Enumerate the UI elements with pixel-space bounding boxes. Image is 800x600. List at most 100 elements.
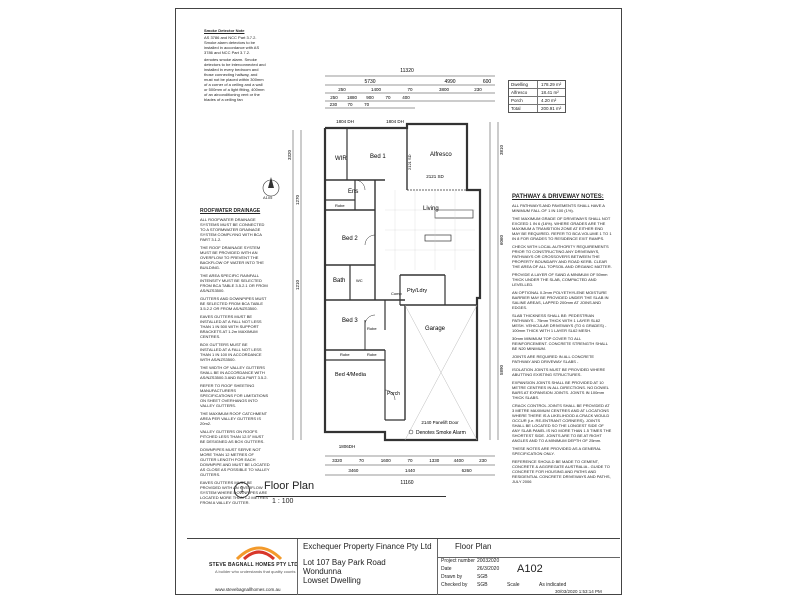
door-label-sd1: 2121 SD (407, 154, 412, 170)
pathway-paragraph: CHECK WITH LOCAL AUTHORITY REQUIREMENTS … (512, 244, 612, 269)
dim-bottom-overall: 11160 (400, 480, 413, 486)
pathway-paragraph: PROVIDE A LAYER OF SAND A MINIMUM OF 50m… (512, 272, 608, 287)
door-label-sd2: 2121 SD (426, 174, 444, 179)
pathway-title: PATHWAY & DRIVEWAY NOTES: (512, 194, 604, 200)
dim-top-a: 5730 (364, 79, 375, 85)
dim-top-overall: 11320 (400, 68, 414, 74)
roofwater-paragraph: THE AREA SPECIFIC RAINFALL INTENSITY MUS… (200, 273, 268, 293)
roofwater-paragraph: EAVES GUTTERS MUST BE PROVIDED WITH AN O… (200, 480, 269, 505)
roofwater-paragraphs: ALL ROOFWATER DRAINAGE SYSTEMS MUST BE C… (200, 217, 270, 505)
roofwater-paragraph: THE MAXIMUM ROOF CATCHMENT AREA PER VALL… (200, 411, 267, 426)
dim-bottom-row2: 3460 (348, 468, 359, 473)
room-robe1: Robe (335, 203, 345, 208)
dim-right-1: 3810 (499, 144, 504, 155)
dim-top-row4: 70 (347, 102, 353, 107)
room-bed3: Bed 3 (342, 318, 358, 324)
dim-top-row2: 250 (338, 87, 346, 92)
pathway-paragraph: THESE NOTES ARE PROVIDED AS A GENERAL SP… (512, 446, 601, 456)
smoke-alarm-icon (408, 429, 414, 435)
dim-top-row2: 70 (407, 87, 413, 92)
drawn-label: Drawn by (441, 574, 463, 580)
company-website: www.stevebagnallhomes.com.au (215, 587, 281, 592)
room-porch: Porch (387, 391, 400, 397)
north-point (258, 175, 284, 201)
smoke-notes: Smoke Detector Note AS 3786 and NCC Part… (204, 28, 266, 102)
pathway-paragraphs: ALL PATHWAYS AND PAVEMENTS SHALL HAVE A … (512, 203, 612, 484)
dim-bottom-row1: 230 (479, 458, 487, 463)
room-robe2: Robe (367, 326, 377, 331)
roofwater-paragraph: BOX GUTTERS MUST BE INSTALLED AT A FALL … (200, 342, 262, 362)
date-label: Date (441, 566, 452, 572)
smoke-notes-title: Smoke Detector Note (204, 28, 245, 33)
dim-left-3: 1210 (295, 279, 300, 290)
site-address-2: Wondunna (303, 567, 342, 576)
room-pty: Pty/Ldry (407, 288, 427, 294)
window-label-2: 1804 DH (386, 119, 404, 124)
roofwater-paragraph: REFER TO ROOF SHEETING MANUFACTURERS SPE… (200, 383, 269, 408)
checked-label: Checked by (441, 582, 468, 588)
dim-top-b: 4990 (444, 79, 455, 85)
dim-top-row2: 1400 (371, 87, 382, 92)
room-robe3: Robe (340, 352, 350, 357)
site-address-1: Lot 107 Bay Park Road (303, 558, 386, 567)
project-number-label: Project number (441, 558, 475, 564)
area-value: 178.29 m² (541, 82, 562, 87)
plan-title: Floor Plan (264, 480, 315, 492)
north-label: A105 (263, 195, 273, 200)
room-alfresco: Alfresco (430, 152, 452, 158)
window-label-bottom: 1806DH (339, 444, 356, 449)
pathway-paragraph: REFERENCE SHOULD BE MADE TO CEMENT, CONC… (512, 459, 611, 484)
area-label: Dwelling (509, 81, 538, 88)
company-name: STEVE BAGNALL HOMES PTY LTD (209, 562, 299, 568)
dim-top-row3: 250 (330, 95, 338, 100)
smoke-legend: Denotes Smoke Alarm (416, 430, 466, 436)
room-comp: Comp (391, 291, 402, 296)
room-robe4: Robe (367, 352, 377, 357)
garage-door-label: 2140 Panelift Door (421, 420, 459, 425)
dim-top-row4: 230 (330, 102, 338, 107)
roofwater-paragraph: GUTTERS AND DOWNPIPES MUST BE SELECTED F… (200, 296, 267, 311)
roofwater-notes: ROOFWATER DRAINAGE ALL ROOFWATER DRAINAG… (200, 208, 270, 505)
scale-label: Scale (507, 582, 520, 588)
title-block: STEVE BAGNALL HOMES PTY LTD A builder wh… (187, 538, 620, 595)
roofwater-paragraph: VALLEY GUTTERS ON ROOFS PITCHED LESS THA… (200, 429, 265, 444)
room-garage: Garage (425, 326, 446, 332)
area-label: Total (509, 105, 538, 112)
north-arrow-icon (262, 177, 280, 197)
window-label-1: 1804 DH (336, 119, 354, 124)
pathway-paragraph: THE MAXIMUM GRADE OF DRIVEWAYS SHALL NOT… (512, 216, 612, 241)
dim-top-c: 600 (483, 79, 492, 85)
dim-bottom-row1: 3320 (332, 458, 343, 463)
dim-top-row3: 900 (366, 95, 374, 100)
room-bed2: Bed 2 (342, 236, 358, 242)
sheet-title: Floor Plan (455, 542, 492, 551)
area-value: 200.91 m² (541, 106, 562, 111)
room-wc: WC (356, 278, 363, 283)
roofwater-paragraph: THE WIDTH OF VALLEY GUTTERS SHALL BE IN … (200, 365, 268, 380)
company-logo-icon (235, 546, 283, 561)
dim-left-1: 3320 (287, 149, 292, 160)
area-value: 4.20 m² (541, 98, 557, 103)
print-timestamp: 30/03/2020 1:53:14 PM (555, 589, 602, 594)
pathway-notes: PATHWAY & DRIVEWAY NOTES: ALL PATHWAYS A… (512, 194, 612, 484)
room-bed4: Bed 4/Media (335, 372, 367, 378)
dim-top-row3: 1880 (347, 95, 358, 100)
dim-top-row2: 230 (474, 87, 482, 92)
area-value: 18.41 m² (541, 90, 559, 95)
pathway-paragraph: AN OPTIONAL 0.2mm POLYETHYLENE MOISTURE … (512, 290, 609, 310)
client-name: Exchequer Property Finance Pty Ltd (303, 542, 432, 551)
plan-scale: 1 : 100 (272, 498, 294, 505)
roofwater-paragraph: THE ROOF DRAINAGE SYSTEM MUST BE PROVIDE… (200, 245, 264, 270)
drawn-value: SGB (477, 574, 488, 580)
scale-value: As indicated (539, 582, 567, 588)
sheet-number: A102 (517, 563, 543, 575)
roofwater-title: ROOFWATER DRAINAGE (200, 208, 261, 214)
roofwater-paragraph: ALL ROOFWATER DRAINAGE SYSTEMS MUST BE C… (200, 217, 265, 242)
dim-right-2: 6060 (499, 234, 504, 245)
dim-top-row3: 400 (402, 95, 410, 100)
